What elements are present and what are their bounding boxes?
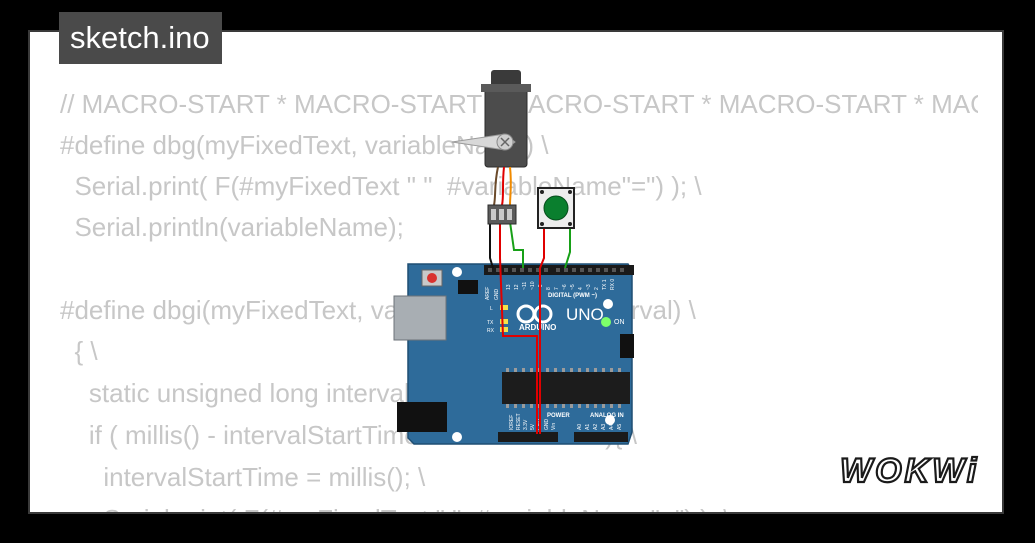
arduino-infinity-icon: [516, 304, 553, 324]
tx-label: TX: [487, 320, 494, 326]
mount-hole: [603, 299, 613, 309]
usb-port: [393, 295, 447, 341]
pin-label: A3: [601, 424, 607, 430]
code-line: Serial.println(variableName);: [60, 212, 404, 242]
pin-label: 5V: [530, 423, 536, 430]
code-line: { \: [60, 336, 98, 366]
led-l: [500, 305, 508, 310]
code-line: intervalStartTime = millis(); \: [60, 462, 426, 492]
pin-label: TX 1: [602, 279, 608, 290]
pin-label: ~10: [530, 281, 536, 290]
power-label: POWER: [547, 413, 570, 419]
mount-hole: [452, 432, 462, 442]
pin-label: GND: [544, 419, 550, 431]
pin-label: ~3: [586, 284, 592, 290]
on-label: ON: [614, 319, 625, 326]
pin-label: 7: [554, 287, 560, 290]
pin-label: IOREF: [509, 415, 515, 430]
pin-label: A5: [617, 424, 623, 430]
pin-label: 12: [514, 284, 520, 290]
mount-hole: [605, 415, 615, 425]
atmega-chip: [502, 372, 630, 404]
analog-label: ANALOG IN: [590, 413, 624, 419]
l-label: L: [490, 306, 493, 312]
digital-label: DIGITAL (PWM ~): [548, 293, 597, 299]
code-line: Serial.print( F(#myFixedText " " #variab…: [60, 171, 702, 201]
aref-label: AREF: [485, 287, 491, 300]
led-rx: [500, 327, 508, 332]
pin-label: RX 0: [610, 279, 616, 290]
arduino-uno-board[interactable]: ARDUINO UNO ON DIGITAL (PWM ~) POWER ANA…: [393, 263, 634, 445]
pin-label: ~5: [570, 284, 576, 290]
power-led: [601, 317, 611, 327]
pin-label: A4: [609, 424, 615, 430]
pin-label: 2: [594, 287, 600, 290]
pin-label: A1: [585, 424, 591, 430]
pin-label: A0: [577, 424, 583, 430]
wire-green-button[interactable]: [564, 226, 571, 269]
gnd-label: GND: [494, 289, 500, 301]
power-header: [498, 432, 558, 442]
code-line: Serial.print( F(#myFixedText " " #variab…: [60, 503, 730, 512]
pin-label: 3.3V: [523, 419, 529, 430]
brand-label: ARDUINO: [519, 323, 556, 332]
wire-green-servo-signal[interactable]: [509, 221, 524, 268]
rx-label: RX: [487, 328, 495, 334]
pin-label: 13: [506, 284, 512, 290]
wokwi-logo: WOKWi: [839, 451, 980, 491]
file-tab[interactable]: sketch.ino: [59, 12, 222, 64]
servo-motor[interactable]: [451, 70, 531, 225]
reset-icon: [427, 273, 437, 283]
pin-label: 4: [578, 287, 584, 290]
model-label: UNO: [566, 305, 604, 324]
wire-black-servo-gnd[interactable]: [489, 222, 494, 269]
pin-label: 8: [546, 287, 552, 290]
pin-label: ~6: [562, 284, 568, 290]
pin-label: ~11: [522, 282, 528, 290]
push-button[interactable]: [537, 187, 575, 229]
dc-power-jack: [397, 402, 447, 432]
pin-label: RESET: [516, 413, 522, 430]
icsp-header: [458, 280, 634, 358]
wire-red-button[interactable]: [539, 226, 545, 434]
servo-flange: [481, 84, 531, 92]
led-tx: [500, 319, 508, 324]
mount-hole: [452, 267, 462, 277]
wire-red-servo-5v[interactable]: [499, 222, 538, 434]
pin-label: A2: [593, 424, 599, 430]
analog-header: [574, 432, 628, 442]
pin-label: Vin: [551, 423, 557, 430]
button-cap-icon: [543, 195, 569, 221]
header-pins: [488, 268, 624, 272]
wires: [489, 221, 571, 434]
